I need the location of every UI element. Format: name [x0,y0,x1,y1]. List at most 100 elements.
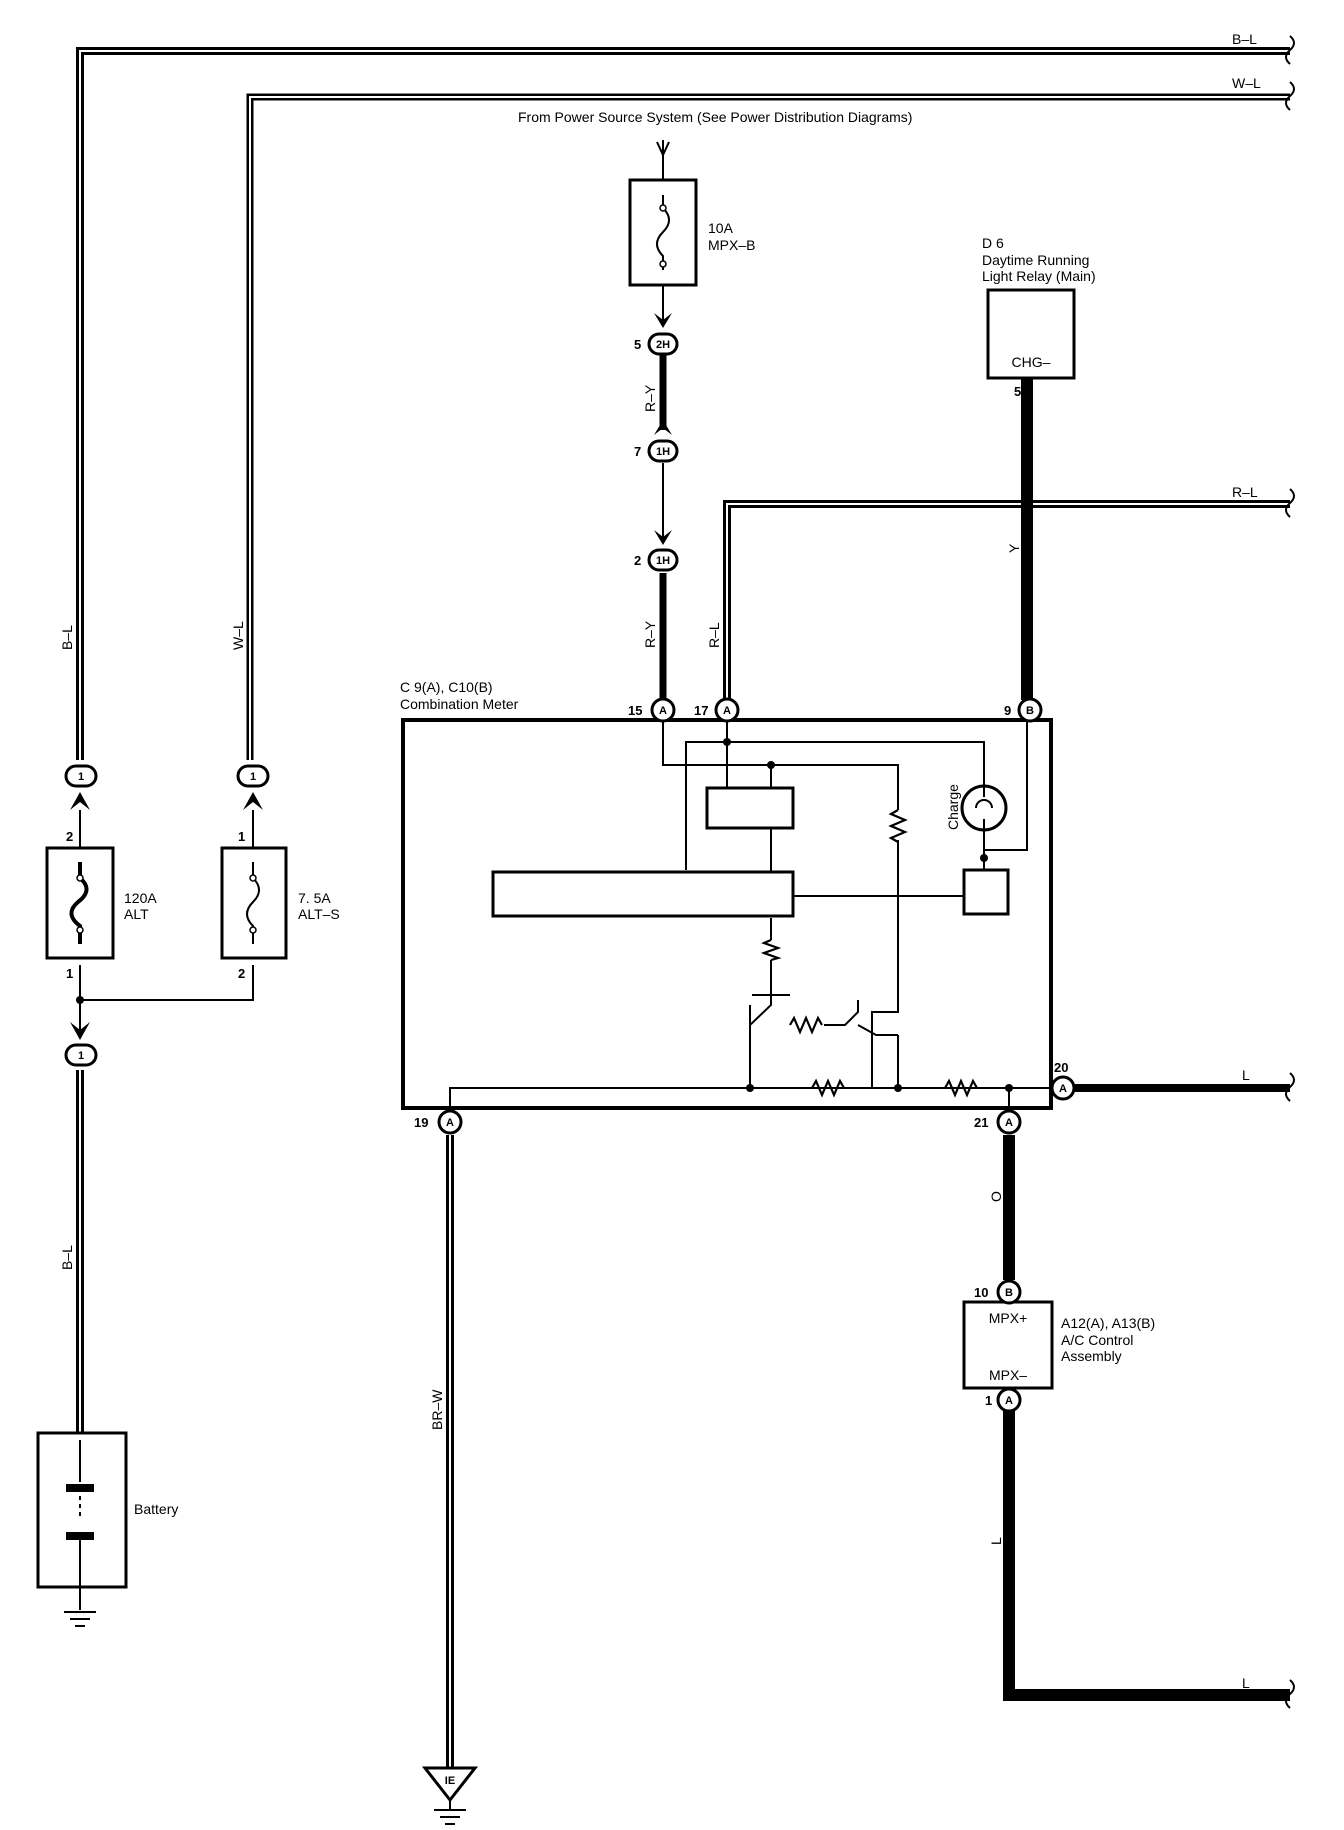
ground-ie [421,1766,479,1825]
battery [36,1431,128,1610]
ac-pin-10-num: 10 [974,1285,988,1300]
wire-label-l-ac: L [1242,1675,1250,1691]
fuse-mpx-b-name: MPX–B [708,237,755,253]
connector-1h-bottom-id: 1H [656,555,670,567]
fuse-mpx-b-rating: 10A [708,220,734,236]
fuse-alt-s [220,846,288,960]
wire-label-r-l-right: R–L [1232,484,1258,500]
fuse-alt-name: ALT [124,906,149,922]
wire-label-r-l: R–L [706,622,722,648]
meter-pin-21-num: 21 [974,1115,988,1130]
meter-pin-21: A [996,1109,1022,1135]
meter-pin-17-num: 17 [694,703,708,718]
fuse-alt-s-name: ALT–S [298,906,340,922]
meter-pin-15: A [650,697,676,723]
fuse-alt-s-rating: 7. 5A [298,890,331,906]
connector-1h-top: 1H [647,439,679,463]
meter-block-small [962,868,1010,916]
fuse-icon [69,862,89,944]
meter-pin-20-num: 20 [1054,1060,1068,1075]
connector-1h-bottom: 1H [647,548,679,572]
meter-pin-19-conn: A [446,1117,454,1129]
connector-alt-bottom-id: 1 [78,1050,84,1062]
connector-alt-bottom: 1 [64,1043,98,1067]
wire-label-l-20: L [1242,1067,1250,1083]
meter-pin-19-num: 19 [414,1115,428,1130]
meter-pin-9-num: 9 [1004,703,1011,718]
wire-label-w-l: W–L [230,621,246,650]
fuse-alt-pin-top: 2 [66,829,73,844]
connector-2h: 2H [647,332,679,356]
ac-name-1: A/C Control [1061,1332,1133,1348]
meter-pin-21-conn: A [1005,1117,1013,1129]
ac-term-top: MPX+ [989,1310,1028,1326]
ground-icon [64,1611,96,1627]
wire-label-r-y-upper: R–Y [642,384,658,412]
connector-alts-top-id: 1 [250,771,256,783]
ac-pin-1: A [996,1387,1022,1413]
wire-label-r-y-lower: R–Y [642,620,658,648]
wire-fuse-joint [79,965,254,1001]
meter-pin-17: A [714,697,740,723]
meter-pin-20-conn: A [1059,1083,1067,1095]
arrow-icon [656,141,670,158]
connector-1h-top-pin: 7 [634,444,641,459]
fuse-icon [246,862,260,944]
relay-d6-code: D 6 [982,235,1004,251]
ac-code: A12(A), A13(B) [1061,1315,1155,1331]
fuse-alt-s-pin-bottom: 2 [238,966,245,981]
ac-pin-10-conn: B [1005,1287,1013,1299]
meter-pin-19: A [437,1109,463,1135]
wire-b-l [76,47,1290,760]
relay-d6-name-1: Daytime Running [982,252,1089,268]
connector-1h-top-id: 1H [656,446,670,458]
meter-pin-15-conn: A [659,705,667,717]
meter-pin-15-num: 15 [628,703,642,718]
meter-block-upper [705,786,795,830]
meter-pin-9-conn: B [1026,705,1034,717]
wire-w-l [246,93,1290,760]
relay-d6-pin: 5 [1014,384,1021,399]
meter-pin-20: A [1050,1075,1076,1101]
relay-d6-terminal: CHG– [1012,354,1051,370]
meter-name: Combination Meter [400,696,519,712]
fuse-alt-s-pin-top: 1 [238,829,245,844]
fuse-alt-pin-bottom: 1 [66,966,73,981]
meter-pin-9: B [1017,697,1043,723]
wire-l-ac [1003,1400,1290,1701]
wire-label-l-vertical: L [988,1537,1004,1545]
wire-r-l [723,500,1290,700]
fuse-alt-rating: 120A [124,890,157,906]
ac-pin-1-num: 1 [985,1393,992,1408]
charge-lamp-icon [960,784,1008,832]
connector-alts-top: 1 [236,764,270,788]
connector-2h-pin: 5 [634,337,641,352]
wire-label-w-l-top: W–L [1232,75,1261,91]
ground-ie-code: IE [445,1775,455,1787]
ac-name-2: Assembly [1061,1348,1122,1364]
ground-icon [434,1809,466,1825]
wire-label-o: O [988,1191,1004,1202]
wire-label-br-w: BR–W [429,1389,445,1430]
fuse-mpx-b [628,178,698,287]
connector-arrows-fuses [70,792,263,1040]
resistor-icons [760,809,978,1098]
relay-d6 [986,288,1076,380]
meter-pin-17-conn: A [723,705,731,717]
fuse-alt [45,846,115,960]
wire-label-b-l-lower: B–L [59,1245,75,1270]
fuse-icon [656,195,670,270]
charge-lamp-label: Charge [945,784,961,830]
ac-pin-10: B [996,1279,1022,1305]
relay-d6-name-2: Light Relay (Main) [982,268,1096,284]
junction-dots [723,738,1013,1092]
connector-alt-top-id: 1 [78,771,84,783]
battery-label: Battery [134,1501,178,1517]
ac-term-bottom: MPX– [989,1367,1027,1383]
wire-label-b-l-upper: B–L [59,625,75,650]
connector-arrows-ry [654,313,672,545]
meter-code: C 9(A), C10(B) [400,679,493,695]
meter-block-ic [491,870,795,918]
